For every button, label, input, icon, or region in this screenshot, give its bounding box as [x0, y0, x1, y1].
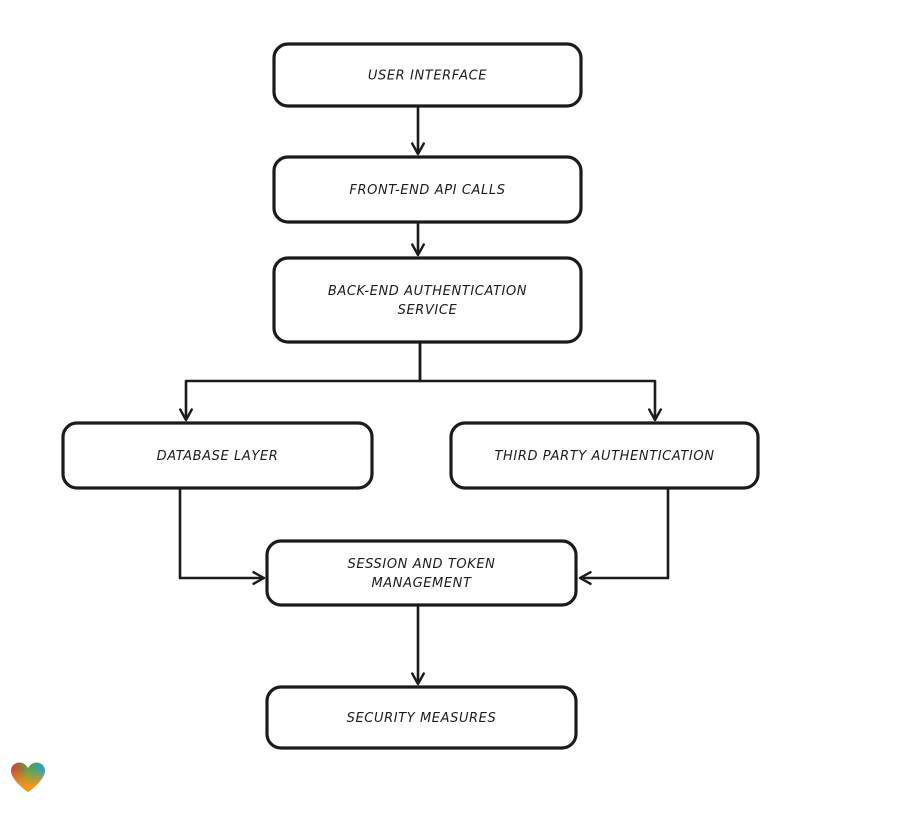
heart-shape-overlay	[11, 762, 45, 792]
node-user-interface: USER INTERFACE	[272, 42, 583, 108]
edge-back-end-authentication-service-to-database-layer	[179, 342, 422, 422]
node-box	[449, 421, 760, 490]
node-box	[272, 256, 583, 344]
node-label: DATABASE LAYER	[157, 449, 279, 464]
heart-logo[interactable]	[10, 761, 46, 795]
node-box	[272, 42, 583, 108]
node-security-measures: SECURITY MEASURES	[265, 685, 578, 750]
node-label: SECURITY MEASURES	[347, 711, 497, 726]
edge-database-layer-to-session-and-token-management	[178, 488, 266, 585]
node-label: USER INTERFACE	[368, 69, 487, 84]
node-label: THIRD PARTY AUTHENTICATION	[494, 449, 714, 464]
node-box	[272, 155, 583, 224]
edge-back-end-authentication-service-to-third-party-authentication	[418, 342, 662, 422]
node-label: FRONT-END API CALLS	[349, 183, 505, 198]
node-box	[265, 685, 578, 750]
node-front-end-api-calls: FRONT-END API CALLS	[272, 155, 583, 224]
edge-third-party-authentication-to-session-and-token-management	[578, 488, 670, 585]
node-box	[61, 421, 374, 490]
node-box	[265, 539, 578, 607]
node-database-layer: DATABASE LAYER	[61, 421, 374, 490]
node-third-party-authentication: THIRD PARTY AUTHENTICATION	[449, 421, 760, 490]
